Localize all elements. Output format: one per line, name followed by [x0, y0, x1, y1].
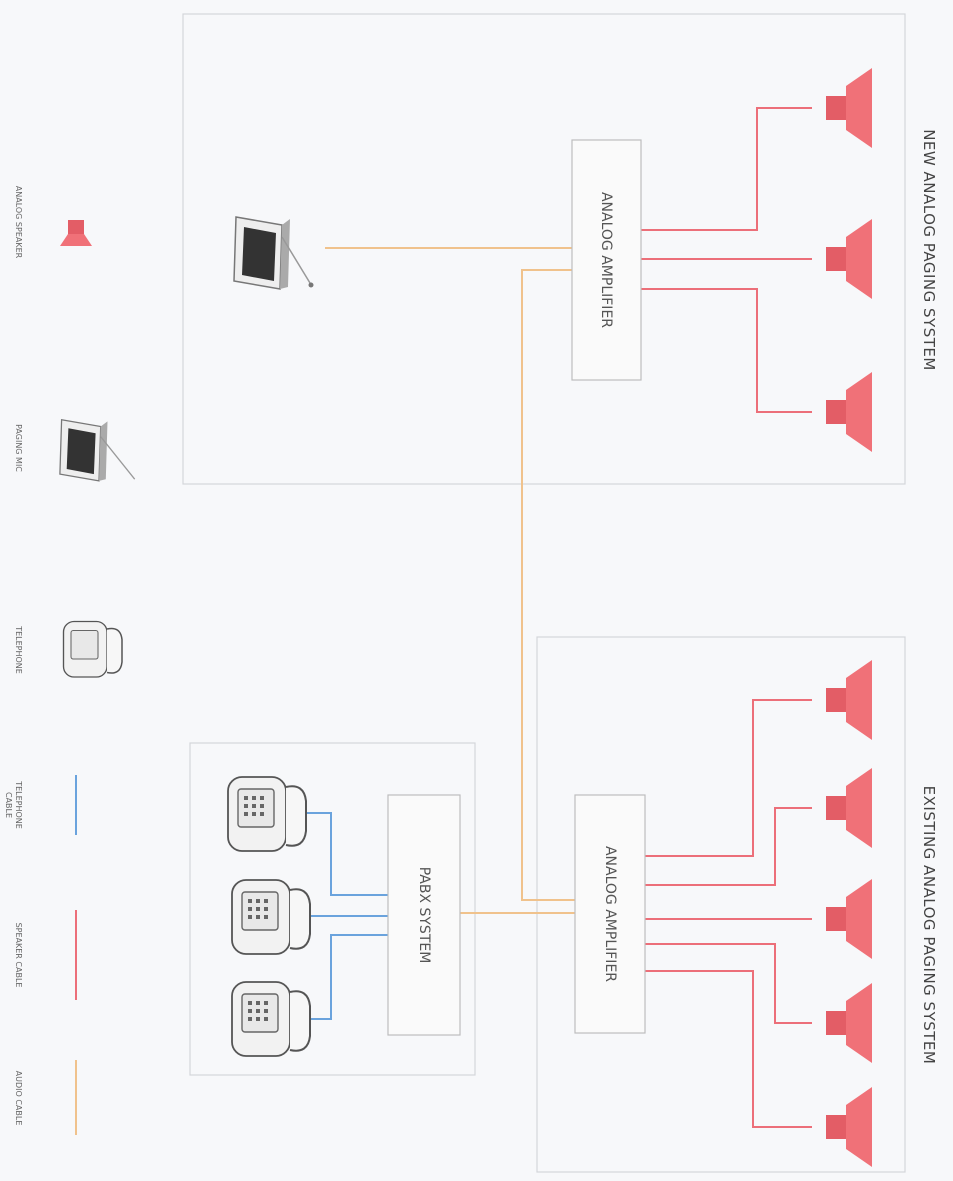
- new-system-title: NEW ANALOG PAGING SYSTEM: [920, 129, 938, 371]
- speaker-icon: [825, 371, 873, 453]
- speaker-icon: [825, 659, 873, 741]
- legend-paging-mic-label: PAGING MIC: [14, 424, 23, 472]
- telephone-icon: [231, 879, 311, 955]
- existing-system-title: EXISTING ANALOG PAGING SYSTEM: [920, 786, 938, 1065]
- legend-telephone-cable-label-1: TELEPHONE: [14, 780, 23, 829]
- legend-telephone-cable-label-2: CABLE: [4, 792, 13, 818]
- speaker-icon: [825, 218, 873, 300]
- existing-amplifier-label: ANALOG AMPLIFIER: [602, 846, 618, 982]
- legend: ANALOG SPEAKER PAGING MIC TELEPHONE TELE…: [4, 186, 136, 1135]
- telephone-icon: [227, 776, 307, 852]
- audio-cable-amp-to-amp: [521, 269, 575, 901]
- speaker-cables-new: [641, 107, 812, 413]
- speaker-cables-existing: [645, 699, 812, 1128]
- speaker-icon: [825, 982, 873, 1064]
- new-system-frame: [182, 13, 906, 485]
- paging-mic-icon: [233, 216, 315, 290]
- speaker-icon: [825, 67, 873, 149]
- pabx-group-frame: [189, 742, 476, 1076]
- legend-analog-speaker-label: ANALOG SPEAKER: [14, 186, 23, 259]
- telephone-icon: [231, 981, 311, 1057]
- legend-audio-cable-label: AUDIO CABLE: [14, 1071, 23, 1126]
- new-amplifier-box: [571, 139, 642, 381]
- legend-speaker-icon: [60, 220, 92, 246]
- speaker-icon: [825, 878, 873, 960]
- new-amplifier-label: ANALOG AMPLIFIER: [598, 192, 614, 328]
- speaker-icon: [825, 767, 873, 849]
- legend-speaker-cable-label: SPEAKER CABLE: [14, 923, 23, 988]
- legend-telephone-icon: [62, 620, 123, 678]
- legend-telephone-label: TELEPHONE: [14, 625, 23, 674]
- pabx-label: PABX SYSTEM: [416, 867, 432, 964]
- existing-amplifier-box: [574, 794, 646, 1034]
- existing-system-frame: [536, 636, 906, 1173]
- speaker-icon: [825, 1086, 873, 1168]
- legend-paging-mic-icon: [59, 418, 136, 482]
- pabx-box: [387, 794, 461, 1036]
